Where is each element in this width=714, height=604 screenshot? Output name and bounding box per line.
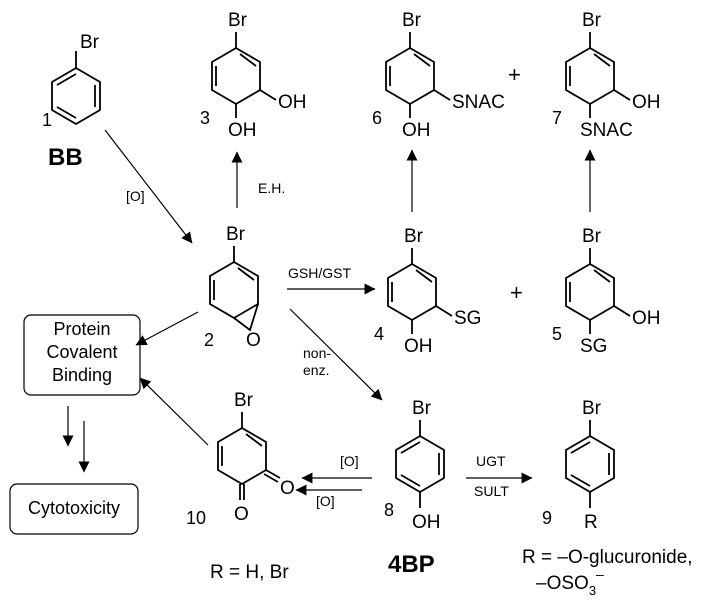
- c10-br-label: Br: [234, 390, 254, 411]
- r-def-9-line2: –OSO3–: [536, 566, 604, 598]
- c6-number: 6: [372, 108, 382, 128]
- c5-oh: OH: [632, 308, 661, 329]
- c7-oh: OH: [632, 92, 661, 113]
- plus-mid: +: [510, 280, 523, 305]
- compound-2-epoxide: Br O 2: [204, 224, 261, 351]
- cond-sult: SULT: [474, 483, 509, 499]
- arrow-2-to-8: [289, 308, 383, 401]
- c7-br-label: Br: [582, 10, 602, 31]
- c5-number: 5: [552, 324, 562, 344]
- c1-br-label: Br: [80, 32, 100, 53]
- r-def-9-main: –OSO: [536, 573, 589, 594]
- c3-number: 3: [200, 108, 210, 128]
- c10-o2: O: [234, 504, 249, 525]
- compound-5: Br OH SG 5: [552, 226, 661, 357]
- c4-br-label: Br: [404, 226, 424, 247]
- c9-number: 9: [542, 508, 552, 528]
- r-def-10: R = H, Br: [210, 562, 289, 583]
- c2-br-label: Br: [226, 224, 246, 245]
- cond-ugt: UGT: [476, 453, 506, 469]
- arrow-2-to-protein: [135, 311, 199, 346]
- reaction-arrows: [O] E.H. GSH/GST non- enz. [O] [O] UGT S…: [62, 129, 596, 509]
- compound-10-quinone: Br O O 10 R = H, Br: [186, 390, 295, 583]
- c5-sg: SG: [580, 336, 607, 357]
- c8-oh: OH: [412, 512, 441, 533]
- bb-label: BB: [48, 144, 83, 171]
- c9-r: R: [584, 512, 598, 533]
- protein-line2: Covalent: [46, 342, 117, 362]
- c2-o-label: O: [246, 330, 261, 351]
- cond-ox-bb: [O]: [126, 188, 145, 204]
- plus-top: +: [508, 62, 521, 87]
- fourbp-label: 4BP: [388, 551, 435, 578]
- compound-9-conjugate: Br R 9 R = –O-glucuronide, –OSO3–: [522, 398, 693, 598]
- compound-7: Br OH SNAC 7: [552, 10, 661, 141]
- compound-1-bromobenzene: Br 1 BB: [42, 32, 101, 171]
- c7-number: 7: [552, 108, 562, 128]
- compound-8-4-bromophenol: Br OH 8 4BP: [384, 398, 445, 578]
- c6-br-label: Br: [402, 10, 422, 31]
- cytotox-label: Cytotoxicity: [28, 498, 120, 518]
- c4-number: 4: [374, 324, 384, 344]
- cond-nonenz-1: non-: [303, 345, 331, 361]
- c4-sg: SG: [454, 308, 481, 329]
- c10-number: 10: [186, 508, 206, 528]
- compound-3-dihydrodiol: Br OH OH 3: [200, 10, 307, 141]
- r-def-9-subscript: 3: [589, 583, 596, 598]
- protein-line3: Binding: [52, 365, 112, 385]
- cond-ox-2: [O]: [316, 493, 335, 509]
- c2-number: 2: [204, 330, 214, 350]
- r-def-9-line1: R = –O-glucuronide,: [522, 547, 693, 568]
- arrow-bb-to-2: [104, 129, 193, 244]
- cond-gsh: GSH/GST: [288, 265, 351, 281]
- c6-snac: SNAC: [452, 92, 505, 113]
- protein-binding-box: Protein Covalent Binding: [23, 314, 141, 396]
- compound-4: Br SG OH 4: [374, 226, 481, 357]
- c7-snac: SNAC: [580, 120, 633, 141]
- cytotoxicity-box: Cytotoxicity: [9, 483, 139, 535]
- c6-oh: OH: [402, 120, 431, 141]
- cond-ox-1: [O]: [340, 453, 359, 469]
- c1-number: 1: [42, 110, 52, 130]
- protein-line1: Protein: [53, 319, 110, 339]
- c8-number: 8: [384, 500, 394, 520]
- compound-6: Br SNAC OH 6: [372, 10, 505, 141]
- c8-br-label: Br: [412, 398, 432, 419]
- c4-oh: OH: [404, 336, 433, 357]
- cond-eh: E.H.: [258, 180, 285, 196]
- c3-oh-ring: OH: [228, 120, 257, 141]
- c3-br-label: Br: [228, 10, 248, 31]
- cond-nonenz-2: enz.: [303, 362, 329, 378]
- c10-o1: O: [280, 478, 295, 499]
- r-def-9-superscript: –: [596, 566, 604, 582]
- c9-br-label: Br: [582, 398, 602, 419]
- c5-br-label: Br: [582, 226, 602, 247]
- arrow-10-to-protein: [139, 377, 209, 446]
- c3-oh-side: OH: [278, 92, 307, 113]
